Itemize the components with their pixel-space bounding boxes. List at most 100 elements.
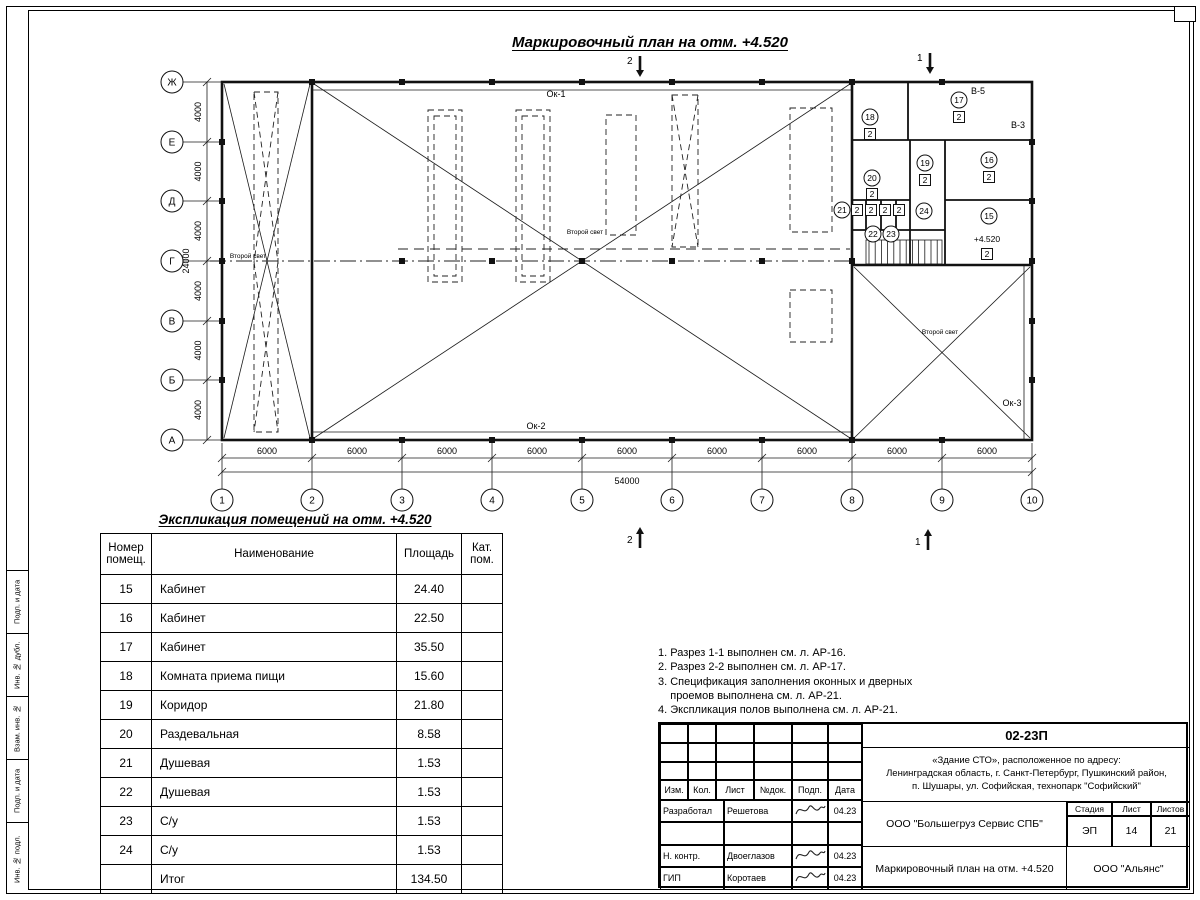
dim-tick	[577, 453, 587, 463]
schedule-cell: 8.58	[396, 719, 462, 749]
outer-frame	[6, 6, 1194, 894]
schedule-title: Экспликация помещений на отм. +4.520	[158, 512, 432, 527]
room-number-circle	[950, 91, 968, 109]
schedule-cell: С/у	[151, 806, 397, 836]
column-header: Лист	[716, 780, 754, 800]
note-line: 3. Спецификация заполнения оконных и две…	[658, 675, 913, 702]
signature-cell	[792, 800, 828, 822]
schedule-cell: 35.50	[396, 632, 462, 662]
axis-circle	[480, 488, 504, 512]
room-number-circle	[882, 225, 900, 243]
column-marker	[1029, 258, 1035, 264]
schedule-cell: Кабинет	[151, 603, 397, 633]
column-marker	[1029, 139, 1035, 145]
axis-label: 6	[669, 496, 675, 507]
change-row-cell	[716, 724, 754, 743]
axis-label: 1	[219, 496, 225, 507]
axis-label: А	[169, 436, 176, 447]
axis-circle	[750, 488, 774, 512]
dim-tick	[202, 375, 212, 385]
axis-label: 2	[309, 496, 315, 507]
section-mark-label: 2	[627, 56, 633, 67]
room-number: 19	[920, 158, 930, 168]
dim-label: 6000	[527, 446, 547, 456]
schedule-cell: 1.53	[396, 806, 462, 836]
date-cell: 04.23	[828, 867, 862, 890]
column-marker	[219, 377, 225, 383]
room-number: 16	[984, 155, 994, 165]
column-marker	[939, 437, 945, 443]
column-marker	[669, 437, 675, 443]
section-mark-label: 2	[627, 535, 633, 546]
column-marker	[309, 437, 315, 443]
axis-label: 3	[399, 496, 405, 507]
schedule-cell: 16	[100, 603, 152, 633]
column-marker	[759, 258, 765, 264]
note-line: 2. Разрез 2-2 выполнен см. л. АР-17.	[658, 661, 846, 674]
company-2: ООО "Альянс"	[1093, 862, 1164, 875]
page-title: Маркировочный план на отм. +4.520	[512, 34, 788, 51]
schedule-cell: 15.60	[396, 661, 462, 691]
column-marker	[1029, 377, 1035, 383]
schedule-cell	[461, 835, 503, 865]
second-light-label: Второй свет	[567, 228, 603, 236]
change-row-cell	[792, 743, 828, 762]
axis-circle	[160, 130, 184, 154]
room-number: 23	[886, 229, 896, 239]
sheet-label: Лист	[1112, 802, 1151, 816]
change-row-cell	[792, 724, 828, 743]
axis-circle	[300, 488, 324, 512]
schedule-cell: Душевая	[151, 748, 397, 778]
column-marker	[849, 437, 855, 443]
dim-tick	[937, 453, 947, 463]
second-light-label: Второй свет	[922, 328, 958, 336]
room-number-circle	[864, 225, 882, 243]
project-address: «Здание СТО», расположенное по адресу: Л…	[862, 748, 1190, 802]
room-category: 2	[985, 249, 990, 259]
column-marker	[1029, 198, 1035, 204]
schedule-header: Наименование	[151, 533, 397, 575]
change-row-cell	[792, 762, 828, 780]
schedule-cell: 24.40	[396, 574, 462, 604]
room-number-circle	[833, 201, 851, 219]
axis-label: 5	[579, 496, 585, 507]
column-marker	[579, 437, 585, 443]
room-category-box	[953, 111, 965, 123]
sheet-title: Маркировочный план на отм. +4.520	[862, 847, 1067, 890]
room-number: 21	[837, 205, 847, 215]
room-category: 2	[923, 175, 928, 185]
dim-tick	[202, 137, 212, 147]
room-number: 18	[865, 112, 875, 122]
schedule-header: Кат. пом.	[461, 533, 503, 575]
second-light-label: Второй свет	[230, 252, 266, 260]
plan-labels: Ок-1 Ок-2 Ок-3 В-5 В-3	[527, 86, 1025, 431]
schedule-cell: 17	[100, 632, 152, 662]
window-label-top: Ок-1	[547, 89, 566, 99]
axis-label: Ж	[167, 78, 177, 89]
room-category-box	[866, 188, 878, 200]
name-cell: Двоеглазов	[724, 845, 792, 867]
dim-label: 6000	[797, 446, 817, 456]
dim-tick	[202, 435, 212, 445]
change-row-cell	[688, 724, 716, 743]
section-mark-label: 1	[915, 537, 921, 548]
schedule-cell	[461, 806, 503, 836]
change-row-cell	[828, 743, 862, 762]
schedule-cell: Кабинет	[151, 632, 397, 662]
dim-label: 4000	[193, 161, 203, 181]
column-marker	[669, 79, 675, 85]
room-number-circle	[980, 207, 998, 225]
room-category: 2	[869, 205, 874, 215]
frame-stamp-label: Инв. № подл.	[6, 822, 28, 895]
column-marker	[399, 437, 405, 443]
room-number-circle	[916, 154, 934, 172]
schedule-cell: Раздевальная	[151, 719, 397, 749]
column-marker	[489, 437, 495, 443]
dim-tick	[202, 256, 212, 266]
axis-label: Е	[169, 138, 176, 149]
axis-label: 8	[849, 496, 855, 507]
signature-cell	[792, 822, 828, 845]
column-marker	[219, 258, 225, 264]
